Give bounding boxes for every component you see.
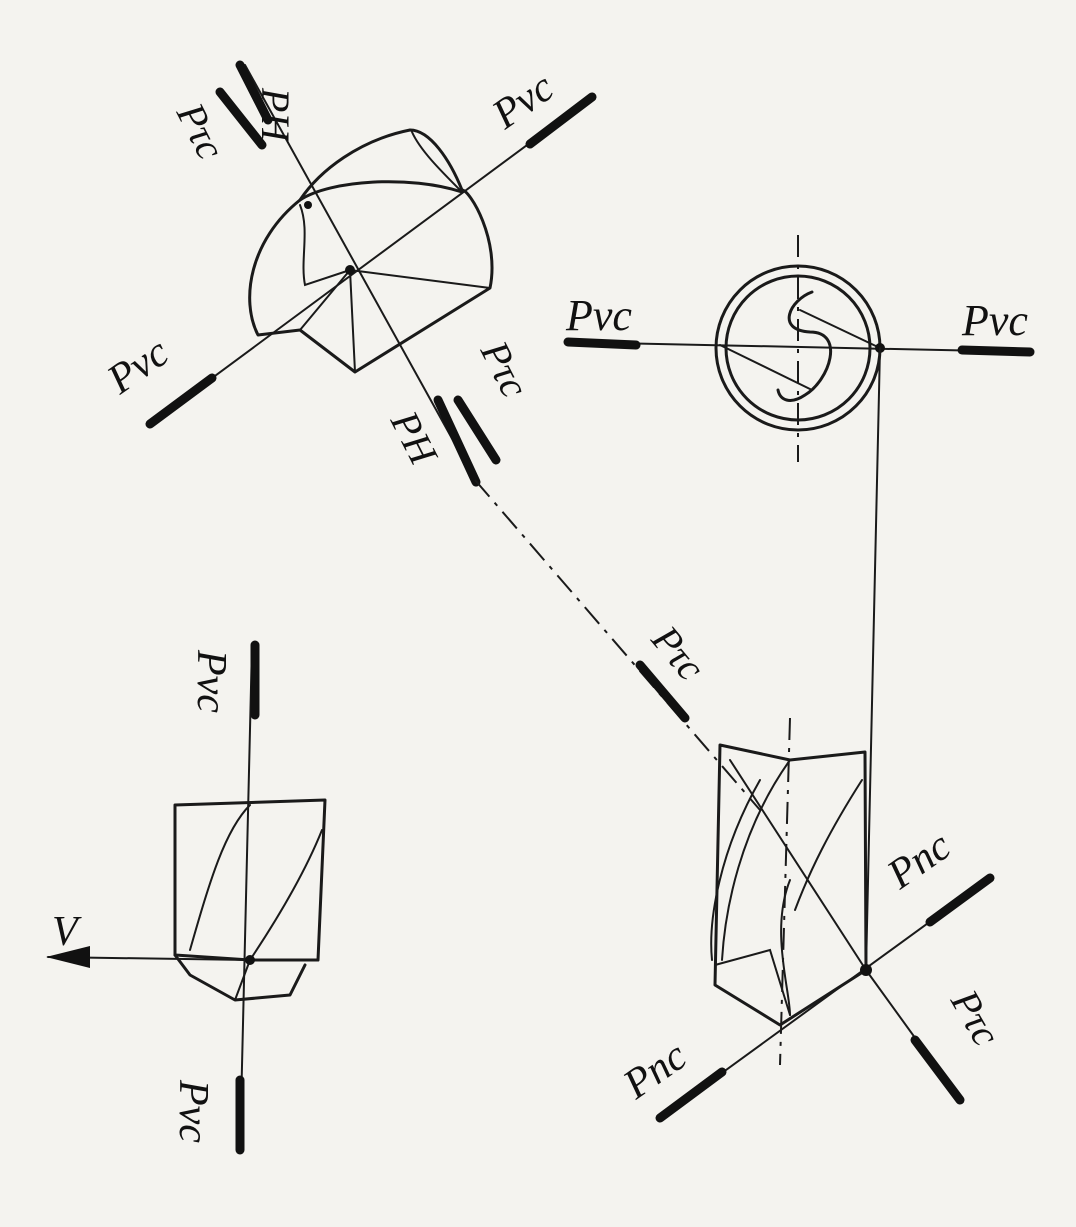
ptc-trace-side (910, 1035, 965, 1105)
ph-plane-line-top (244, 64, 476, 481)
label-ph-top: PH (253, 87, 298, 143)
label-pvc-front-bottom: Pvc (170, 1079, 216, 1143)
side-web (780, 879, 791, 1016)
side-corner-point (860, 964, 872, 976)
tip-flute-edge-2 (349, 269, 491, 289)
tip-cutting-edge (298, 180, 464, 202)
tip-heel-edge (349, 269, 356, 373)
velocity-arrowhead (46, 946, 90, 968)
side-point-edges (714, 948, 791, 1016)
end-view: Pvc Pvc (563, 235, 1035, 971)
tilted-tip-view: PH Pτc Pvc Pvc Pτc PH (99, 60, 597, 487)
label-pvc-end-left: Pvc (565, 291, 632, 340)
side-view-axis (779, 717, 791, 1066)
side-flute-inner (721, 759, 791, 961)
ptc-projection-line (474, 479, 761, 811)
pvc-trace-end-right (957, 345, 1035, 357)
side-view: Pnc Pnc Pτc (615, 717, 1010, 1123)
ptc-projection: Pτc (474, 479, 761, 811)
front-flute-1 (189, 804, 251, 951)
ph-plane-trace-upper (235, 60, 273, 125)
side-body-outline (713, 743, 868, 1027)
side-ptc-line (729, 759, 867, 971)
end-view-web-s-curve (776, 290, 832, 402)
pvc-plane-line-front (239, 644, 253, 1151)
ph-plane-trace-lower (433, 395, 481, 487)
front-flute-2 (249, 829, 323, 961)
pnc-trace-left (655, 1067, 727, 1123)
side-flute-outer (710, 779, 761, 961)
front-point-outline (173, 953, 307, 1002)
front-corner-point (245, 955, 255, 965)
end-view-edge-left (719, 344, 813, 391)
pvc-plane-line-top (149, 96, 593, 425)
front-body-outline (173, 798, 327, 962)
front-chisel-edge (234, 959, 251, 1001)
pvc-plane-trace-left (145, 373, 217, 429)
ptc-trace-diagonal (635, 660, 690, 723)
label-pvc-top-left: Pvc (99, 329, 178, 404)
label-pnc-right: Pnc (879, 823, 960, 899)
tip-corner-point (304, 201, 312, 209)
tip-chisel-edge (299, 269, 351, 331)
pnc-trace-right (925, 873, 995, 927)
side-flute-right (794, 779, 863, 911)
label-ptc-top: Pτc (168, 95, 234, 167)
tip-flute-edge-1 (299, 204, 351, 287)
end-view-edge-right (799, 309, 881, 349)
label-v: V (52, 909, 82, 955)
label-pvc-end-right: Pvc (961, 296, 1028, 345)
ptc-plane-trace-lower (453, 395, 501, 465)
label-pvc-front-top: Pvc (188, 649, 234, 713)
label-ptc-side: Pτc (942, 981, 1010, 1054)
pvc-trace-end-left (563, 337, 641, 350)
label-ptc-middle: Pτc (472, 333, 538, 405)
tip-margin (411, 131, 463, 193)
pvc-plane-line-end-view (567, 341, 1033, 353)
front-view: V Pvc Pvc (46, 640, 327, 1155)
projection-line-vertical (865, 347, 881, 971)
pvc-plane-trace-right (525, 92, 597, 149)
tip-centre-point (345, 265, 355, 275)
tip-body-outline (248, 128, 494, 374)
ptc-plane-trace-upper (215, 87, 267, 150)
